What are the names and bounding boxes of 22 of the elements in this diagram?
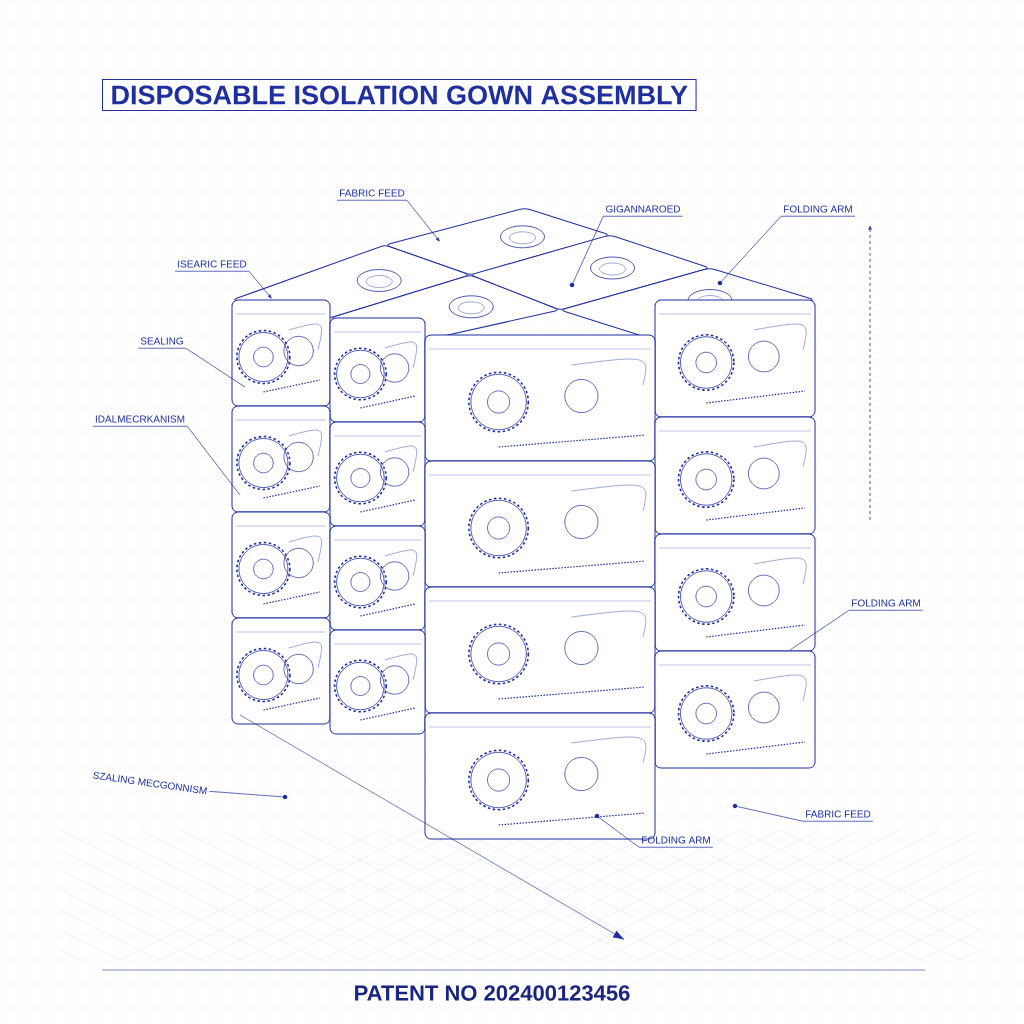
leader-line [572, 215, 684, 284]
callout-label: ISEARIC FEED [178, 260, 247, 268]
leader-line [737, 806, 874, 822]
title-box: DISPOSABLE ISOLATION GOWN ASSEMBLY [102, 78, 697, 112]
callout-label: GIGANNAROED [606, 205, 681, 213]
leader-line [721, 215, 856, 282]
callout-label: FOLDING ARM [784, 205, 852, 213]
callout-label: FABRIC FEED [806, 810, 871, 818]
leader-line [92, 425, 241, 496]
callout-label: FABRIC FEED [340, 189, 405, 197]
callout-label: FOLDING ARM [642, 836, 710, 844]
leader-line [209, 791, 283, 798]
caption: PATENT NO 202400123456 [355, 985, 630, 1001]
leader-line [137, 347, 246, 388]
callout-label: FOLDING ARM [852, 599, 920, 607]
callout-label: SEALING [140, 337, 183, 345]
callout-label: IDALMECRKANISM [95, 415, 185, 423]
leader-line [598, 817, 714, 848]
leader-line [336, 199, 440, 242]
leader-line [789, 609, 924, 651]
leader-line [174, 270, 272, 299]
callout-label: SZALING MECGONNISM [93, 771, 207, 795]
